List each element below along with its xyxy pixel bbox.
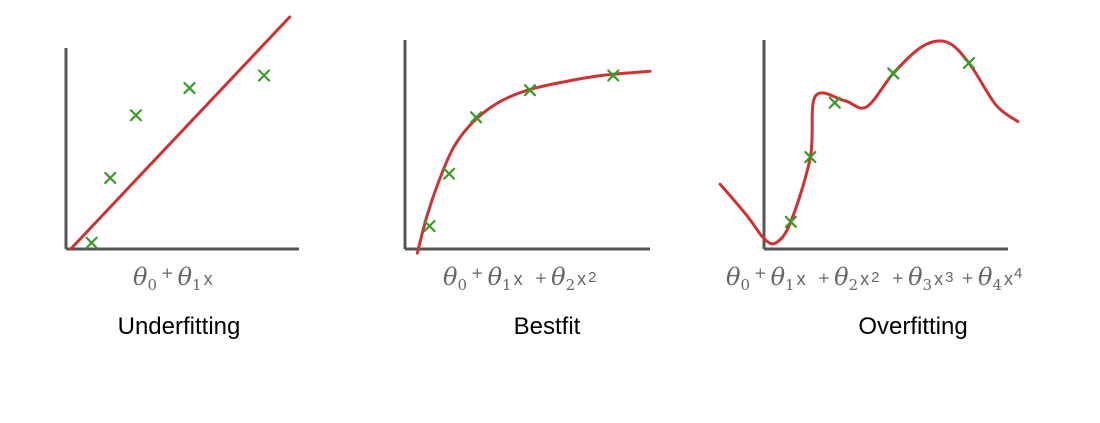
data-point-marker: [828, 96, 841, 109]
data-point-marker: [962, 56, 976, 70]
data-point-marker: [523, 84, 537, 97]
data-point-marker: [469, 111, 483, 124]
fit-curve: [69, 15, 292, 251]
data-point-marker: [887, 67, 900, 80]
chart-title: Underfitting: [118, 313, 241, 340]
data-point-marker: [784, 215, 797, 228]
fit-curve: [718, 39, 1020, 246]
plot-area: [69, 15, 292, 251]
data-point-marker: [607, 69, 620, 82]
data-point-marker: [423, 219, 436, 233]
data-point-marker: [804, 150, 817, 164]
plot-area: [415, 69, 652, 255]
data-point-marker: [183, 81, 196, 95]
data-point-marker: [443, 167, 456, 180]
fit-curve: [415, 69, 652, 255]
chart-title: Bestfit: [514, 313, 581, 340]
chart-title: Overfitting: [858, 313, 967, 340]
data-point-marker: [104, 171, 117, 185]
data-point-marker: [129, 109, 142, 122]
data-point-marker: [257, 69, 271, 82]
data-point-marker: [85, 236, 98, 249]
plot-area: [718, 39, 1020, 246]
